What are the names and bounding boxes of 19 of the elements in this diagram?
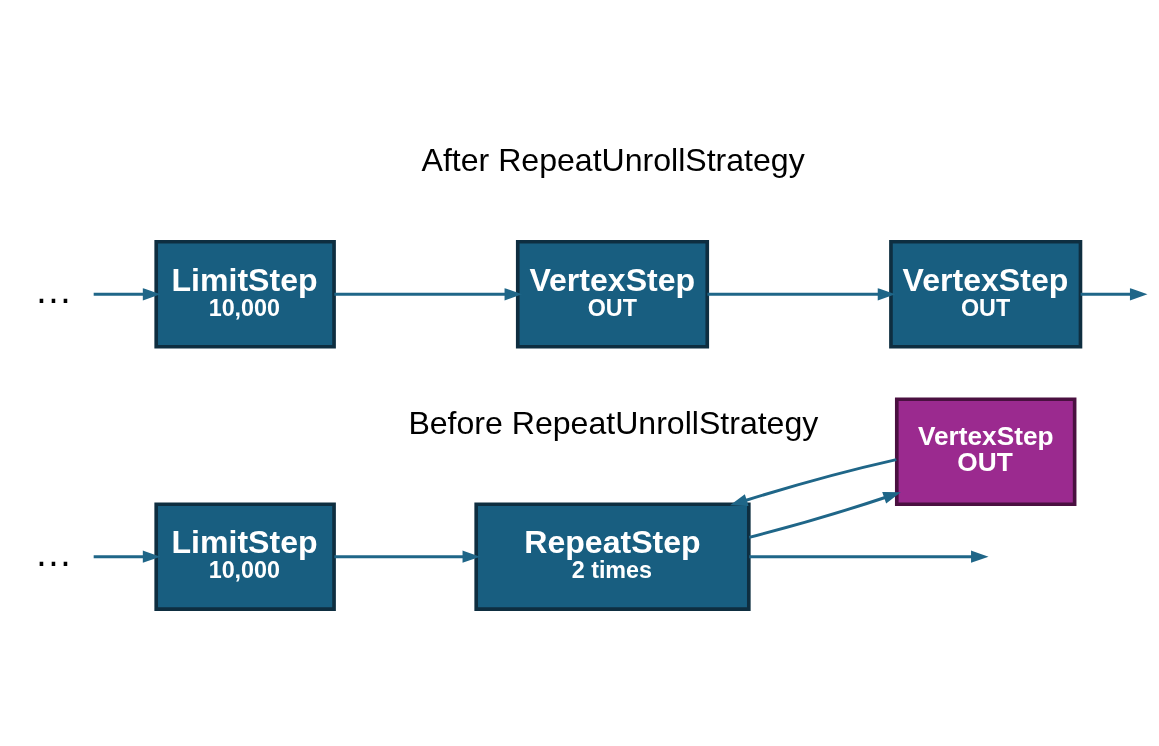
arrow: [93, 550, 161, 563]
node-box: VertexStep OUT: [889, 240, 1083, 349]
label: After RepeatUnrollStrategy: [421, 142, 805, 179]
label: Before RepeatUnrollStrategy: [408, 404, 819, 441]
arrow: [729, 458, 897, 506]
node-text: …: [34, 269, 73, 312]
arrow: [334, 288, 523, 301]
arrow: [1080, 288, 1148, 301]
arrow: [707, 288, 896, 301]
arrow: [748, 491, 901, 539]
node-box: VertexStep OUT: [515, 240, 710, 349]
arrow: [749, 550, 989, 563]
node-text: …: [34, 531, 73, 574]
node-box: LimitStep 10,000: [154, 502, 336, 611]
arrow: [93, 288, 161, 301]
arrow: [334, 550, 481, 563]
node-box: LimitStep 10,000: [154, 240, 336, 349]
node-box: RepeatStep 2 times: [474, 502, 751, 611]
node-box: VertexStep OUT: [894, 397, 1077, 506]
